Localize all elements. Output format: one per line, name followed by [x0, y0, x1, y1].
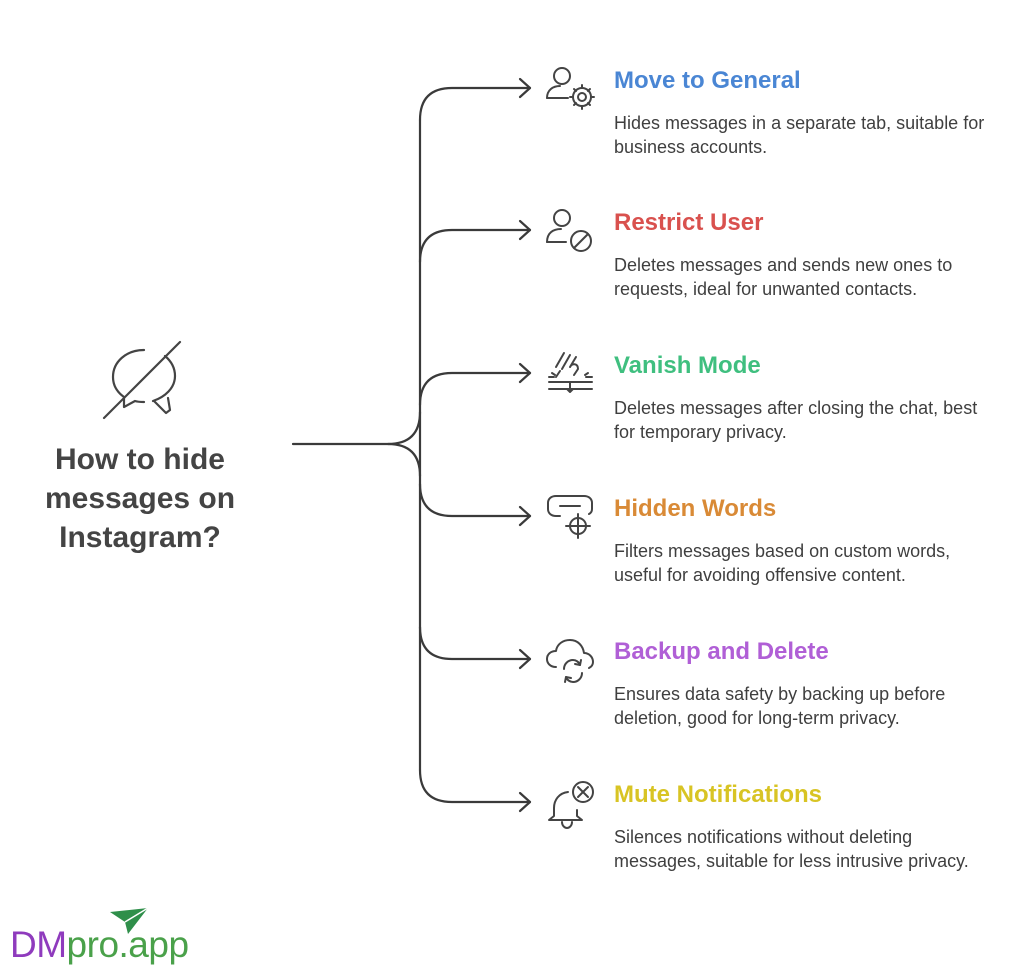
no-chat-icon: [98, 338, 190, 429]
arrowhead: [518, 505, 532, 527]
logo-prefix: DM: [10, 924, 67, 965]
branch-description: Deletes messages and sends new ones to r…: [614, 255, 953, 299]
brand-logo: DMpro.app: [10, 906, 210, 968]
arrowhead: [518, 362, 532, 384]
user-block-icon: [540, 206, 600, 261]
connector-restrict-user: [418, 228, 532, 264]
swipe-up-icon: [540, 349, 600, 404]
message-target-icon: [540, 492, 600, 547]
branch-title: Mute Notifications: [614, 781, 822, 808]
user-gear-icon: [540, 64, 600, 119]
branch-title: Move to General: [614, 67, 801, 94]
cloud-sync-icon: [540, 635, 600, 690]
branch-move-to-general: Move to General Hides messages in a sepa…: [540, 64, 1010, 184]
arrowhead: [518, 77, 532, 99]
branch-description: Ensures data safety by backing up before…: [614, 684, 946, 728]
bell-off-icon: [540, 778, 600, 837]
branch-title: Restrict User: [614, 209, 764, 236]
branch-title: Hidden Words: [614, 495, 777, 522]
connector-backup-delete: [418, 625, 532, 661]
branch-hidden-words: Hidden Words Filters messages based on c…: [540, 492, 1010, 612]
branch-description: Deletes messages after closing the chat,…: [614, 398, 978, 442]
branch-description: Silences notifications without deleting …: [614, 827, 969, 871]
connector-mute-notifications: [418, 768, 532, 804]
trunk-line: [291, 410, 422, 446]
branch-restrict-user: Restrict User Deletes messages and sends…: [540, 206, 1010, 326]
branch-title: Vanish Mode: [614, 352, 761, 379]
paper-plane-icon: [108, 906, 150, 941]
branch-title: Backup and Delete: [614, 638, 829, 665]
logo-suffix: pro.app: [66, 924, 190, 965]
branch-description: Filters messages based on custom words, …: [614, 541, 951, 585]
arrowhead: [518, 219, 532, 241]
connector-hidden-words: [418, 482, 532, 518]
branch-description: Hides messages in a separate tab, suitab…: [614, 113, 985, 157]
center-title: How to hide messages on Instagram?: [44, 443, 236, 554]
arrowhead: [518, 791, 532, 813]
connector-vanish-mode: [418, 371, 532, 407]
connector-move-to-general: [418, 86, 532, 122]
branch-mute-notifications: Mute Notifications Silences notification…: [540, 778, 1010, 898]
branch-backup-and-delete: Backup and Delete Ensures data safety by…: [540, 635, 1010, 755]
arrowhead: [518, 648, 532, 670]
branch-vanish-mode: Vanish Mode Deletes messages after closi…: [540, 349, 1010, 469]
logo-text: DMpro.app: [10, 924, 189, 966]
trunk-line-lower: [386, 442, 422, 478]
